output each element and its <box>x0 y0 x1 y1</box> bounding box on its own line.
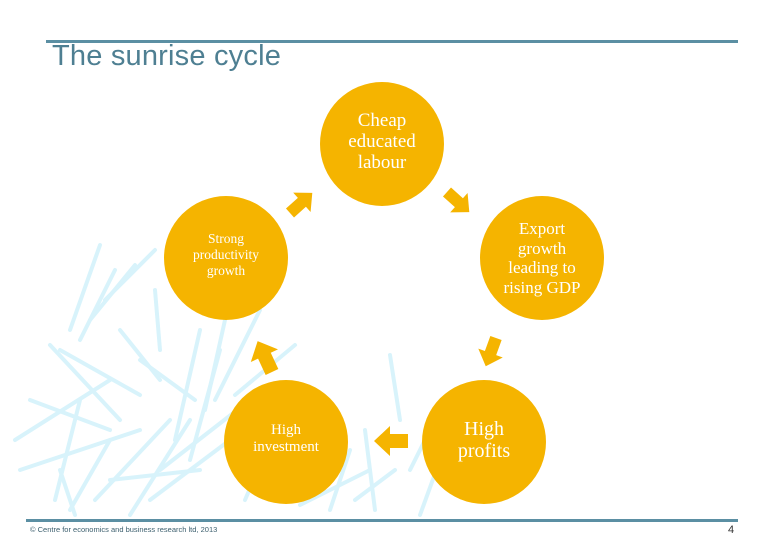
node-high-profits: High profits <box>422 380 546 504</box>
node-label: Export growth leading to rising GDP <box>503 219 581 297</box>
arrow-labour-to-export <box>442 187 470 213</box>
copyright-text: © Centre for economics and business rese… <box>30 525 218 534</box>
node-cheap-educated-labour: Cheap educated labour <box>320 82 444 206</box>
page-title: The sunrise cycle <box>52 40 282 72</box>
node-label: High profits <box>457 417 511 462</box>
arrow-export-to-profits <box>478 335 503 367</box>
node-strong-productivity-growth: Strong productivity growth <box>164 196 288 320</box>
node-label: Cheap educated labour <box>348 109 416 173</box>
footer-rule <box>26 519 738 522</box>
title-rule <box>46 40 738 43</box>
node-label: High investment <box>253 421 319 455</box>
arrow-investment-to-productivity <box>250 341 279 375</box>
node-high-investment: High investment <box>224 380 348 504</box>
arrow-profits-to-investment <box>374 426 408 456</box>
node-label: Strong productivity growth <box>193 231 259 278</box>
node-export-growth: Export growth leading to rising GDP <box>480 196 604 320</box>
page-number: 4 <box>728 524 735 536</box>
arrow-productivity-to-labour <box>285 192 313 218</box>
